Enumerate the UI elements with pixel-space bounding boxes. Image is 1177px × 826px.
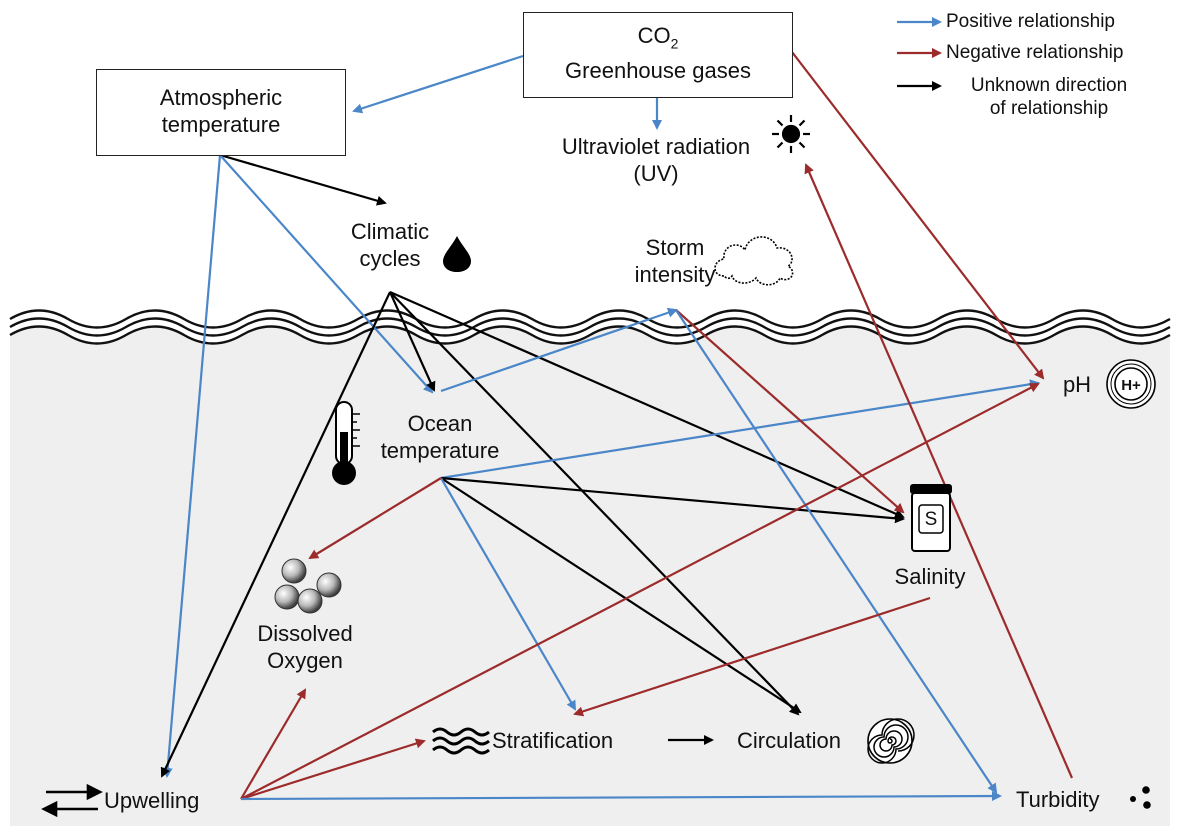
arrow-upwelling-to-stratification [240, 738, 426, 801]
salt-shaker-icon [910, 484, 952, 552]
arrow-ocean-temperature-to-storm-intensity [440, 307, 678, 393]
arrow-ocean-temperature-to-dissolved-oxygen [308, 477, 442, 560]
ph-label: pH [1062, 372, 1092, 397]
arrow-climatic-cycles-to-salinity [389, 290, 905, 519]
arrow-co2-to-atmospheric-temperature [352, 54, 524, 114]
arrow-ocean-temperature-to-salinity [440, 476, 905, 524]
legend-positive-label: Positive relationship [946, 11, 1115, 32]
climatic-cycles-line1: Climatic [350, 219, 430, 244]
spiral-icon [867, 718, 915, 764]
salinity-icon-text: S [924, 509, 938, 530]
ocean-surface-waves [9, 309, 1171, 345]
thermometer-icon [332, 401, 360, 485]
turbidity-label: Turbidity [1016, 787, 1100, 812]
legend-unknown-line1: Unknown direction [970, 75, 1128, 96]
arrow-atmospheric-temperature-to-ocean-temperature [219, 154, 434, 394]
arrow-upwelling-to-turbidity [240, 791, 1002, 802]
salinity-label: Salinity [894, 564, 966, 589]
climatic-cycles-label: Climatic cycles [330, 218, 450, 272]
ocean-temperature-line1: Ocean [407, 411, 473, 436]
arrow-upwelling-to-ph [240, 383, 1040, 800]
arrow-climatic-cycles-to-ocean-temperature [388, 291, 436, 392]
arrow-climatic-cycles-to-circulation [389, 291, 800, 716]
dissolved-oxygen-label: Dissolved Oxygen [240, 620, 370, 674]
co2-box [523, 12, 793, 98]
atmospheric-temperature-label: Atmospheric temperature [96, 84, 346, 138]
arrow-atmospheric-temperature-to-upwelling [162, 154, 222, 778]
uv-label: Ultraviolet radiation (UV) [531, 133, 781, 187]
sun-icon [772, 115, 810, 153]
greenhouse-gases-label: Greenhouse gases [565, 58, 751, 84]
dissolved-oxygen-line2: Oxygen [267, 648, 343, 673]
stratification-label: Stratification [492, 728, 614, 753]
co2-label: CO2 Greenhouse gases [523, 22, 793, 84]
dissolved-oxygen-line1: Dissolved [257, 621, 353, 646]
legend-negative-label: Negative relationship [946, 42, 1124, 63]
arrow-ocean-temperature-to-ph [440, 379, 1040, 480]
oxygen-bubbles-icon [274, 558, 342, 614]
arrow-upwelling-to-dissolved-oxygen [240, 688, 307, 800]
particles-icon [1130, 786, 1151, 809]
legend-unknown-label: Unknown direction of relationship [944, 74, 1154, 120]
arrow-turbidity-to-uv [804, 163, 1074, 779]
arrow-atmospheric-temperature-to-climatic-cycles [219, 153, 387, 206]
atmospheric-temperature-box [96, 69, 346, 156]
waves-icon [432, 727, 490, 755]
ocean-temperature-line2: temperature [380, 438, 500, 463]
co2-subscript: 2 [670, 35, 679, 52]
storm-intensity-line2: intensity [634, 262, 716, 287]
swap-arrows-icon [41, 783, 103, 818]
arrow-ocean-temperature-to-stratification [440, 477, 577, 711]
storm-intensity-label: Storm intensity [610, 234, 740, 288]
atmospheric-temperature-line2: temperature [161, 112, 281, 137]
water-drop-icon [443, 236, 471, 272]
arrow-storm-intensity-to-salinity [675, 309, 905, 514]
hydrogen-ion-icon [1106, 359, 1156, 409]
arrow-storm-intensity-to-turbidity [675, 309, 998, 794]
uv-line2: (UV) [633, 161, 679, 186]
arrow-salinity-to-stratification [573, 596, 931, 717]
arrow-climatic-cycles-to-upwelling [160, 291, 391, 778]
arrow-ocean-temperature-to-circulation [440, 477, 802, 714]
ocean-temperature-label: Ocean temperature [360, 410, 520, 464]
ph-icon-text: H+ [1121, 377, 1141, 394]
uv-line1: Ultraviolet radiation [561, 134, 751, 159]
climatic-cycles-line2: cycles [359, 246, 421, 271]
storm-intensity-line1: Storm [645, 235, 705, 260]
arrow-co2-to-ph [791, 51, 1045, 380]
co2-label-text: CO [637, 23, 671, 48]
circulation-label: Circulation [737, 728, 841, 753]
legend-unknown-line2: of relationship [989, 98, 1109, 119]
atmospheric-temperature-line1: Atmospheric [159, 85, 283, 110]
upwelling-label: Upwelling [104, 788, 200, 813]
cloud-icon [714, 236, 794, 286]
